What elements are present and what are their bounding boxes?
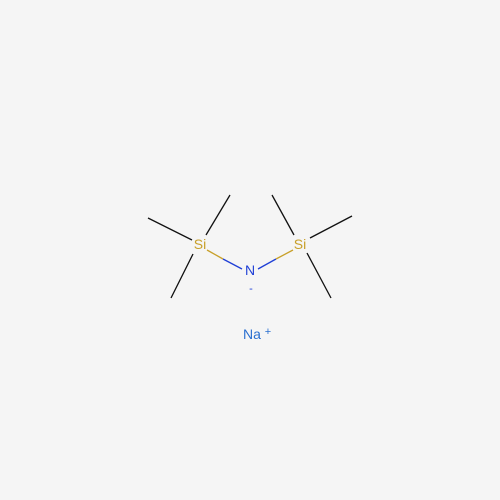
bond-si-left-n-si-part	[206, 249, 224, 260]
bond-si-left-methyl-left	[147, 217, 193, 241]
sodium-charge: +	[265, 326, 271, 338]
bond-si-right-methyl-lower-right	[306, 252, 332, 299]
bond-si-left-methyl-lower-left	[170, 253, 194, 299]
si-n-bonds	[206, 249, 294, 270]
nitrogen-charge: -	[249, 283, 253, 295]
bond-si-right-n-si-part	[275, 249, 294, 260]
bond-si-right-methyl-upper-left	[271, 194, 295, 236]
right-si-methyl-bonds	[271, 194, 353, 299]
atom-si-left: Si	[194, 236, 206, 252]
bond-si-left-methyl-upper-right	[205, 194, 231, 236]
bond-si-right-methyl-right	[309, 215, 353, 239]
bond-si-right-n-n-part	[257, 258, 277, 270]
atom-si-right: Si	[294, 236, 306, 252]
bond-si-left-n-n-part	[222, 258, 243, 270]
atom-sodium: Na	[243, 326, 261, 342]
left-si-methyl-bonds	[147, 194, 231, 299]
atom-nitrogen: N	[245, 262, 255, 278]
